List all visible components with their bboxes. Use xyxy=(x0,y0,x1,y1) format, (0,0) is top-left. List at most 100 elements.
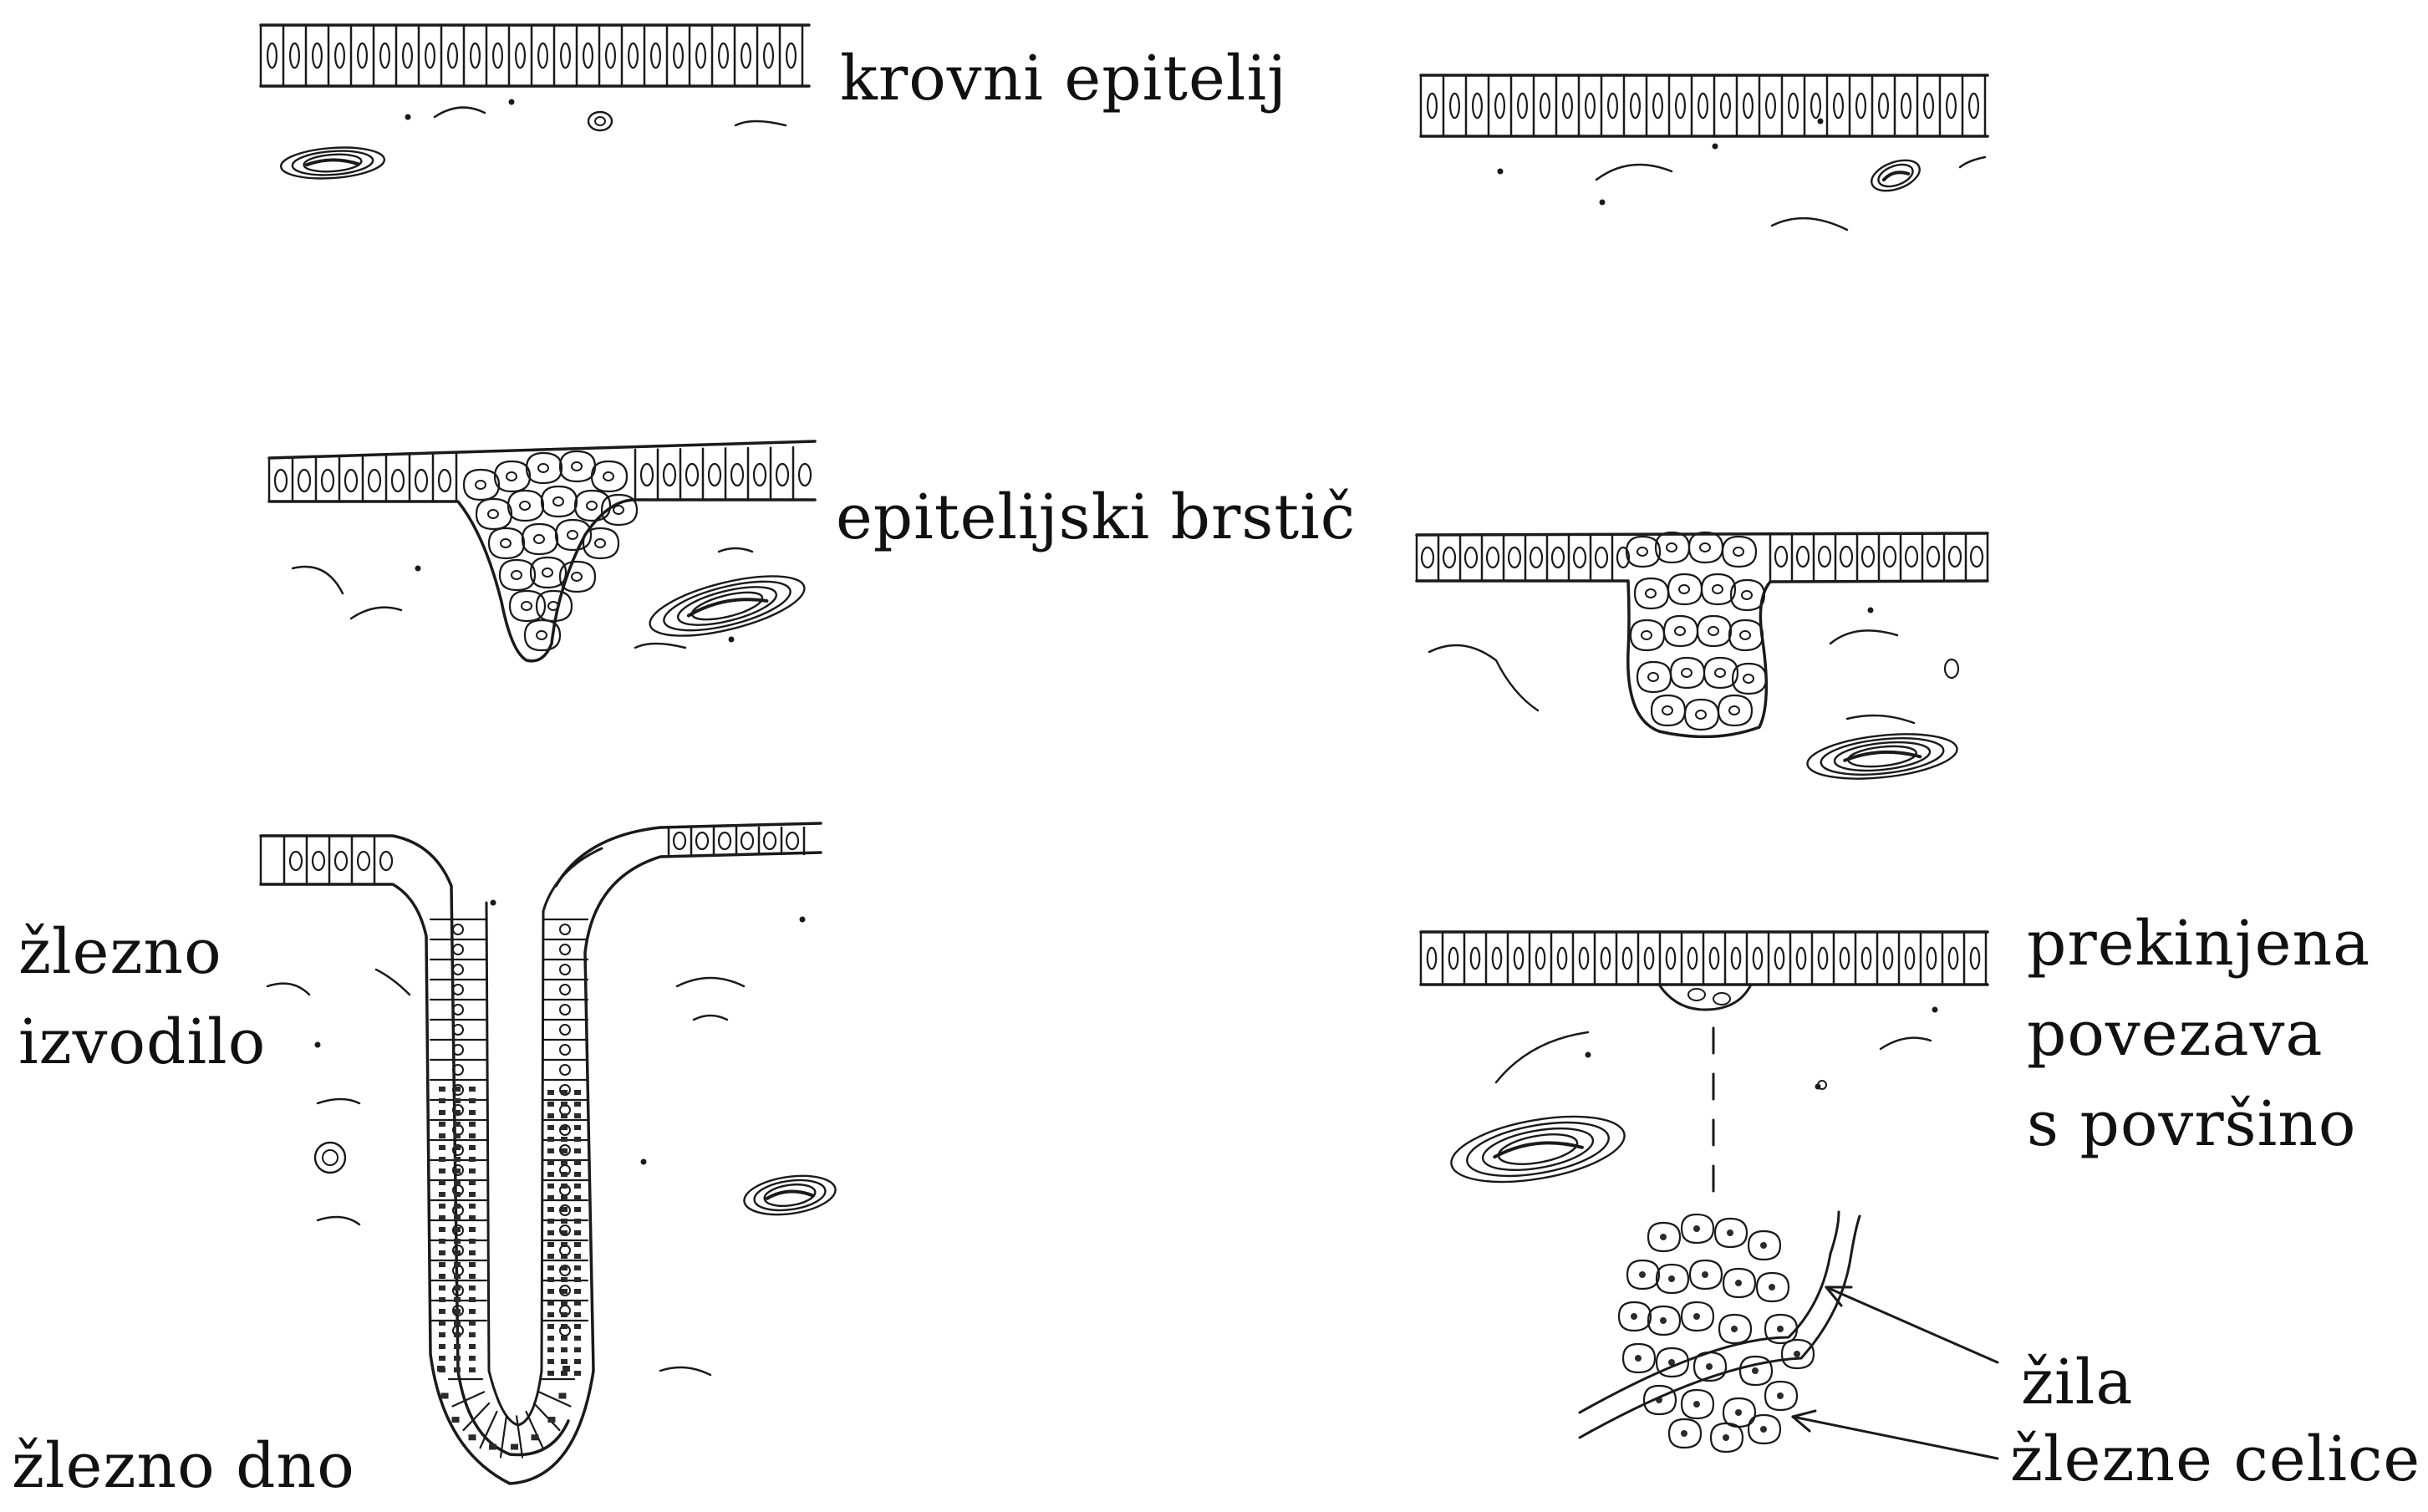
cell-nucleus xyxy=(1698,94,1708,118)
bud-cell-nucleus xyxy=(1743,675,1754,683)
secretory-granule xyxy=(454,1332,461,1337)
secretory-granule xyxy=(561,1312,568,1317)
secretory-granule xyxy=(561,1160,568,1165)
secretory-granule xyxy=(561,1090,568,1095)
bud-cell xyxy=(1656,532,1689,563)
connective-fiber xyxy=(376,970,410,995)
secretory-granule xyxy=(574,1289,581,1294)
connective-dot xyxy=(1586,1052,1591,1058)
secretory-granule xyxy=(561,1324,568,1329)
secretory-granule xyxy=(439,1332,445,1337)
endocrine-gland-cluster xyxy=(1580,1212,1860,1452)
cell-nucleus xyxy=(298,470,310,491)
secretory-granule xyxy=(454,1250,461,1255)
bud-cell-nucleus xyxy=(1648,673,1658,681)
secretory-granule xyxy=(561,1102,568,1107)
blood-vessel-left-3 xyxy=(741,1171,837,1220)
secretory-granule xyxy=(469,1227,476,1232)
secretory-granule xyxy=(469,1204,476,1209)
secretory-granule xyxy=(547,1125,554,1130)
cell-nucleus xyxy=(1645,948,1653,969)
bud-cell xyxy=(1689,532,1723,563)
secretory-granule xyxy=(561,1242,568,1247)
cell-nucleus xyxy=(345,470,357,491)
duct-cell-nucleus xyxy=(560,965,570,975)
secretory-granule xyxy=(439,1250,445,1255)
bud-cell xyxy=(1652,695,1685,725)
gland-cell-nucleus xyxy=(1794,1351,1800,1357)
cell-nucleus xyxy=(1653,94,1662,118)
cell-nucleus xyxy=(1596,547,1607,568)
duct-cell-nucleus xyxy=(560,1005,570,1015)
bud-cell xyxy=(1729,620,1763,650)
cell-nucleus xyxy=(1834,94,1843,118)
cell-nucleus xyxy=(1540,94,1550,118)
bud-cell xyxy=(542,486,577,517)
secretory-granule xyxy=(454,1122,461,1127)
secretory-granule xyxy=(574,1371,581,1376)
bud-cell-nucleus xyxy=(1642,631,1652,639)
gland-cell-nucleus xyxy=(1693,1401,1700,1408)
cell-nucleus xyxy=(1754,948,1762,969)
connective-fiber xyxy=(1496,1032,1588,1082)
secretory-granule xyxy=(454,1274,461,1279)
duct-cell-nucleus xyxy=(560,1025,570,1035)
cell-nucleus xyxy=(651,43,660,68)
cell-nucleus xyxy=(1487,547,1499,568)
cell-nucleus xyxy=(1927,547,1939,567)
gland-cell-nucleus xyxy=(1769,1284,1775,1291)
connective-fiber xyxy=(736,121,786,125)
gland-cell-nucleus xyxy=(1731,1326,1738,1332)
bud-cell-nucleus xyxy=(1700,543,1710,552)
secretory-granule xyxy=(454,1356,461,1361)
gland-cell-nucleus xyxy=(1777,1326,1784,1332)
secretory-granule xyxy=(561,1195,568,1200)
connective-fiber xyxy=(267,984,309,995)
secretory-granule xyxy=(439,1133,445,1138)
arrows xyxy=(1793,1287,1998,1459)
secretory-granule xyxy=(439,1180,445,1185)
secretory-granule xyxy=(469,1250,476,1255)
secretory-granule xyxy=(547,1148,554,1153)
connective-fiber xyxy=(318,1217,359,1224)
secretory-granule xyxy=(547,1207,554,1212)
secretory-granule xyxy=(489,1444,496,1450)
connective-fiber xyxy=(677,978,744,986)
vessel-content xyxy=(307,158,359,168)
secretory-granule xyxy=(454,1087,461,1092)
gland-lumen-line xyxy=(486,848,602,1425)
cell-nucleus xyxy=(1721,94,1730,118)
bud-cell-nucleus xyxy=(1662,706,1672,715)
cell-nucleus xyxy=(380,852,392,870)
gland-cell-nucleus xyxy=(1760,1242,1767,1249)
secretory-granule xyxy=(439,1122,445,1127)
bud-cell-nucleus xyxy=(1696,710,1706,719)
bud-cell xyxy=(592,461,627,491)
secretory-granule xyxy=(469,1321,476,1326)
secretory-granule xyxy=(469,1274,476,1279)
cell-nucleus xyxy=(754,464,766,486)
gland-cell-nucleus xyxy=(1631,1313,1637,1320)
cell-nucleus xyxy=(764,832,776,849)
secretory-granule xyxy=(469,1180,476,1185)
secretory-granule xyxy=(574,1301,581,1306)
cell-nucleus xyxy=(561,43,570,68)
bud-cell xyxy=(1635,578,1668,608)
bud-cell xyxy=(1631,620,1664,650)
gland-cell-nucleus xyxy=(1706,1363,1713,1370)
secretory-granule xyxy=(558,1392,566,1398)
secretory-granule xyxy=(454,1133,461,1138)
bud-cell-nucleus xyxy=(542,568,552,577)
vessel-content xyxy=(1845,748,1921,765)
secretory-granule xyxy=(469,1122,476,1127)
bud-cell-nucleus xyxy=(534,535,544,543)
duct-cell-nucleus xyxy=(453,924,463,934)
cell-nucleus xyxy=(1766,94,1775,118)
cell-section xyxy=(588,112,612,130)
cell-nucleus xyxy=(1840,547,1852,567)
secretory-granule xyxy=(469,1309,476,1314)
secretory-granule xyxy=(547,1113,554,1118)
arrow-to-zila xyxy=(1826,1287,1998,1362)
